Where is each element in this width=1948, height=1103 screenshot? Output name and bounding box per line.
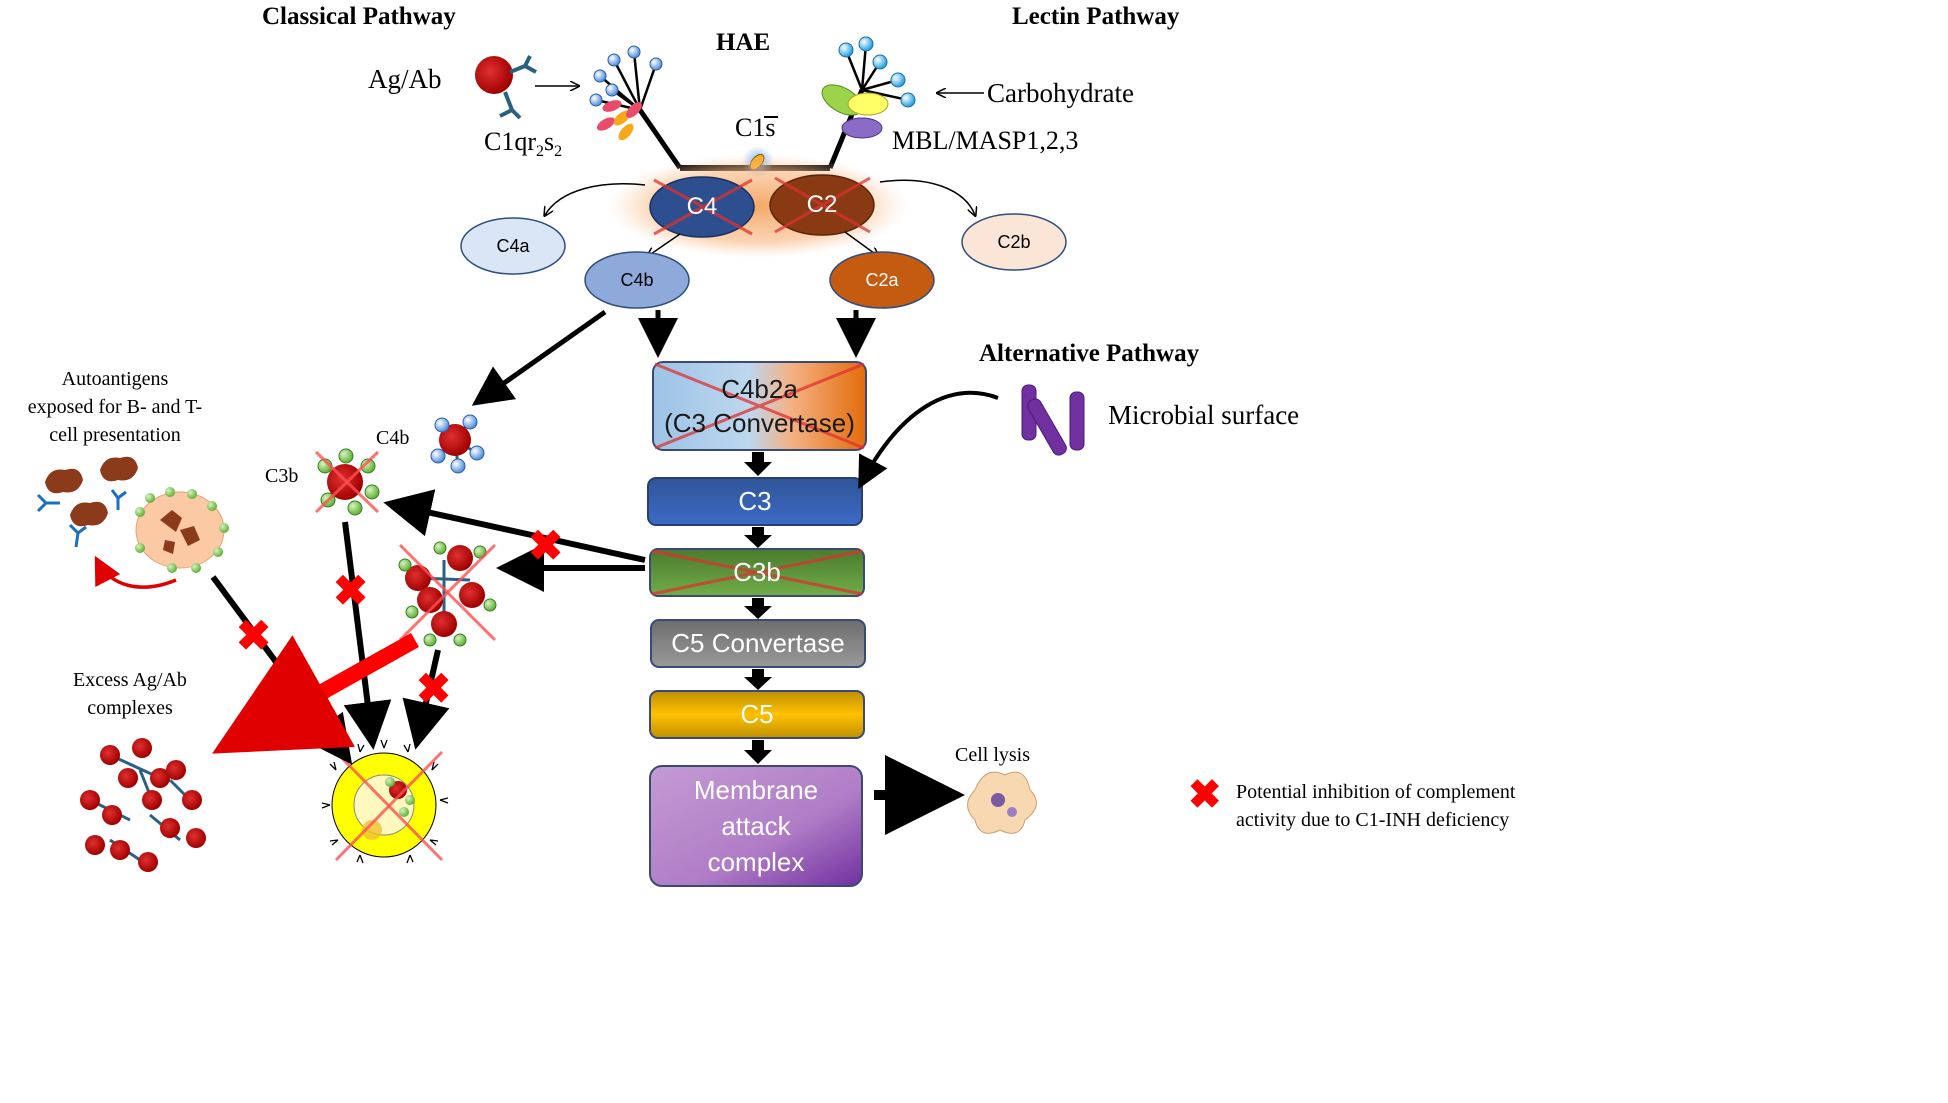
c4-label: C4	[686, 193, 718, 220]
mac-label: Membrane attack complex	[693, 775, 819, 877]
carbohydrate-label: Carbohydrate	[987, 78, 1134, 108]
c3b-side-label: C3b	[265, 465, 299, 487]
c5-convertase-box	[650, 619, 866, 668]
c3b-label: C3b	[733, 557, 781, 587]
svg-text:✖: ✖	[528, 522, 563, 569]
mbl-masp-label: MBL/MASP1,2,3	[892, 126, 1079, 155]
c2-label: C2	[806, 191, 838, 218]
c5-box	[649, 690, 865, 739]
svg-text:✖: ✖	[236, 612, 271, 659]
lectin-pathway-title: Lectin Pathway	[1012, 3, 1180, 30]
apoptotic-cell-icon	[135, 487, 229, 573]
ag-ab-complex-icon	[475, 55, 537, 120]
microbial-surface-icon	[1021, 384, 1085, 456]
c1qr2s2-label: C1qr2s2	[484, 127, 563, 161]
legend-x-icon: ✖	[1188, 773, 1222, 817]
cascade-arrows	[744, 452, 772, 764]
c2b-oval	[961, 213, 1067, 271]
c2a-oval	[829, 251, 935, 309]
c5-label: C5	[740, 699, 774, 729]
c4b-label: C4b	[620, 269, 654, 290]
c4b2a-label: C4b2a (C3 Convertase)	[664, 374, 855, 438]
hae-title: HAE	[716, 29, 771, 56]
c4b-oval	[584, 251, 690, 309]
lysed-cell-icon	[967, 771, 1037, 834]
mac-box	[649, 765, 863, 887]
classical-pathway-title: Classical Pathway	[262, 3, 456, 30]
opsonized-target-cell-icon	[321, 739, 449, 864]
alternative-pathway-title: Alternative Pathway	[979, 340, 1200, 367]
c3-box	[647, 477, 863, 526]
autoantigens-label: Autoantigens exposed for B- and T- cell …	[27, 368, 203, 446]
inhibition-crosses	[651, 176, 871, 596]
c3b-coated-antigen-icon	[314, 448, 380, 516]
c3-label: C3	[738, 486, 772, 516]
c1-complex-icon	[589, 45, 830, 171]
microbial-surface-label: Microbial surface	[1108, 400, 1300, 430]
c5-convertase-label: C5 Convertase	[671, 628, 845, 658]
inhibition-marks: ✖ ✖ ✖ ✖	[236, 522, 563, 712]
legend-text: Potential inhibition of complement activ…	[1236, 781, 1516, 831]
c2a-label: C2a	[865, 269, 899, 290]
ag-ab-label: Ag/Ab	[368, 64, 442, 94]
excess-immune-complexes-icon	[80, 738, 206, 872]
c4a-oval	[460, 217, 566, 275]
c2b-label: C2b	[997, 231, 1031, 252]
c4b-coated-antigen-icon	[430, 414, 485, 474]
autoantigen-antibody-icons	[36, 456, 138, 548]
c4a-label: C4a	[496, 235, 530, 256]
excess-complexes-label: Excess Ag/Ab complexes	[73, 669, 187, 719]
svg-text:✖: ✖	[333, 567, 368, 614]
c3b-coated-complex-icon	[398, 541, 497, 647]
c4b-side-label: C4b	[376, 427, 410, 449]
c1s-overbar	[764, 116, 778, 118]
svg-text:✖: ✖	[416, 665, 451, 712]
cell-lysis-label: Cell lysis	[955, 744, 1031, 766]
mbl-masp-icon	[821, 36, 916, 169]
